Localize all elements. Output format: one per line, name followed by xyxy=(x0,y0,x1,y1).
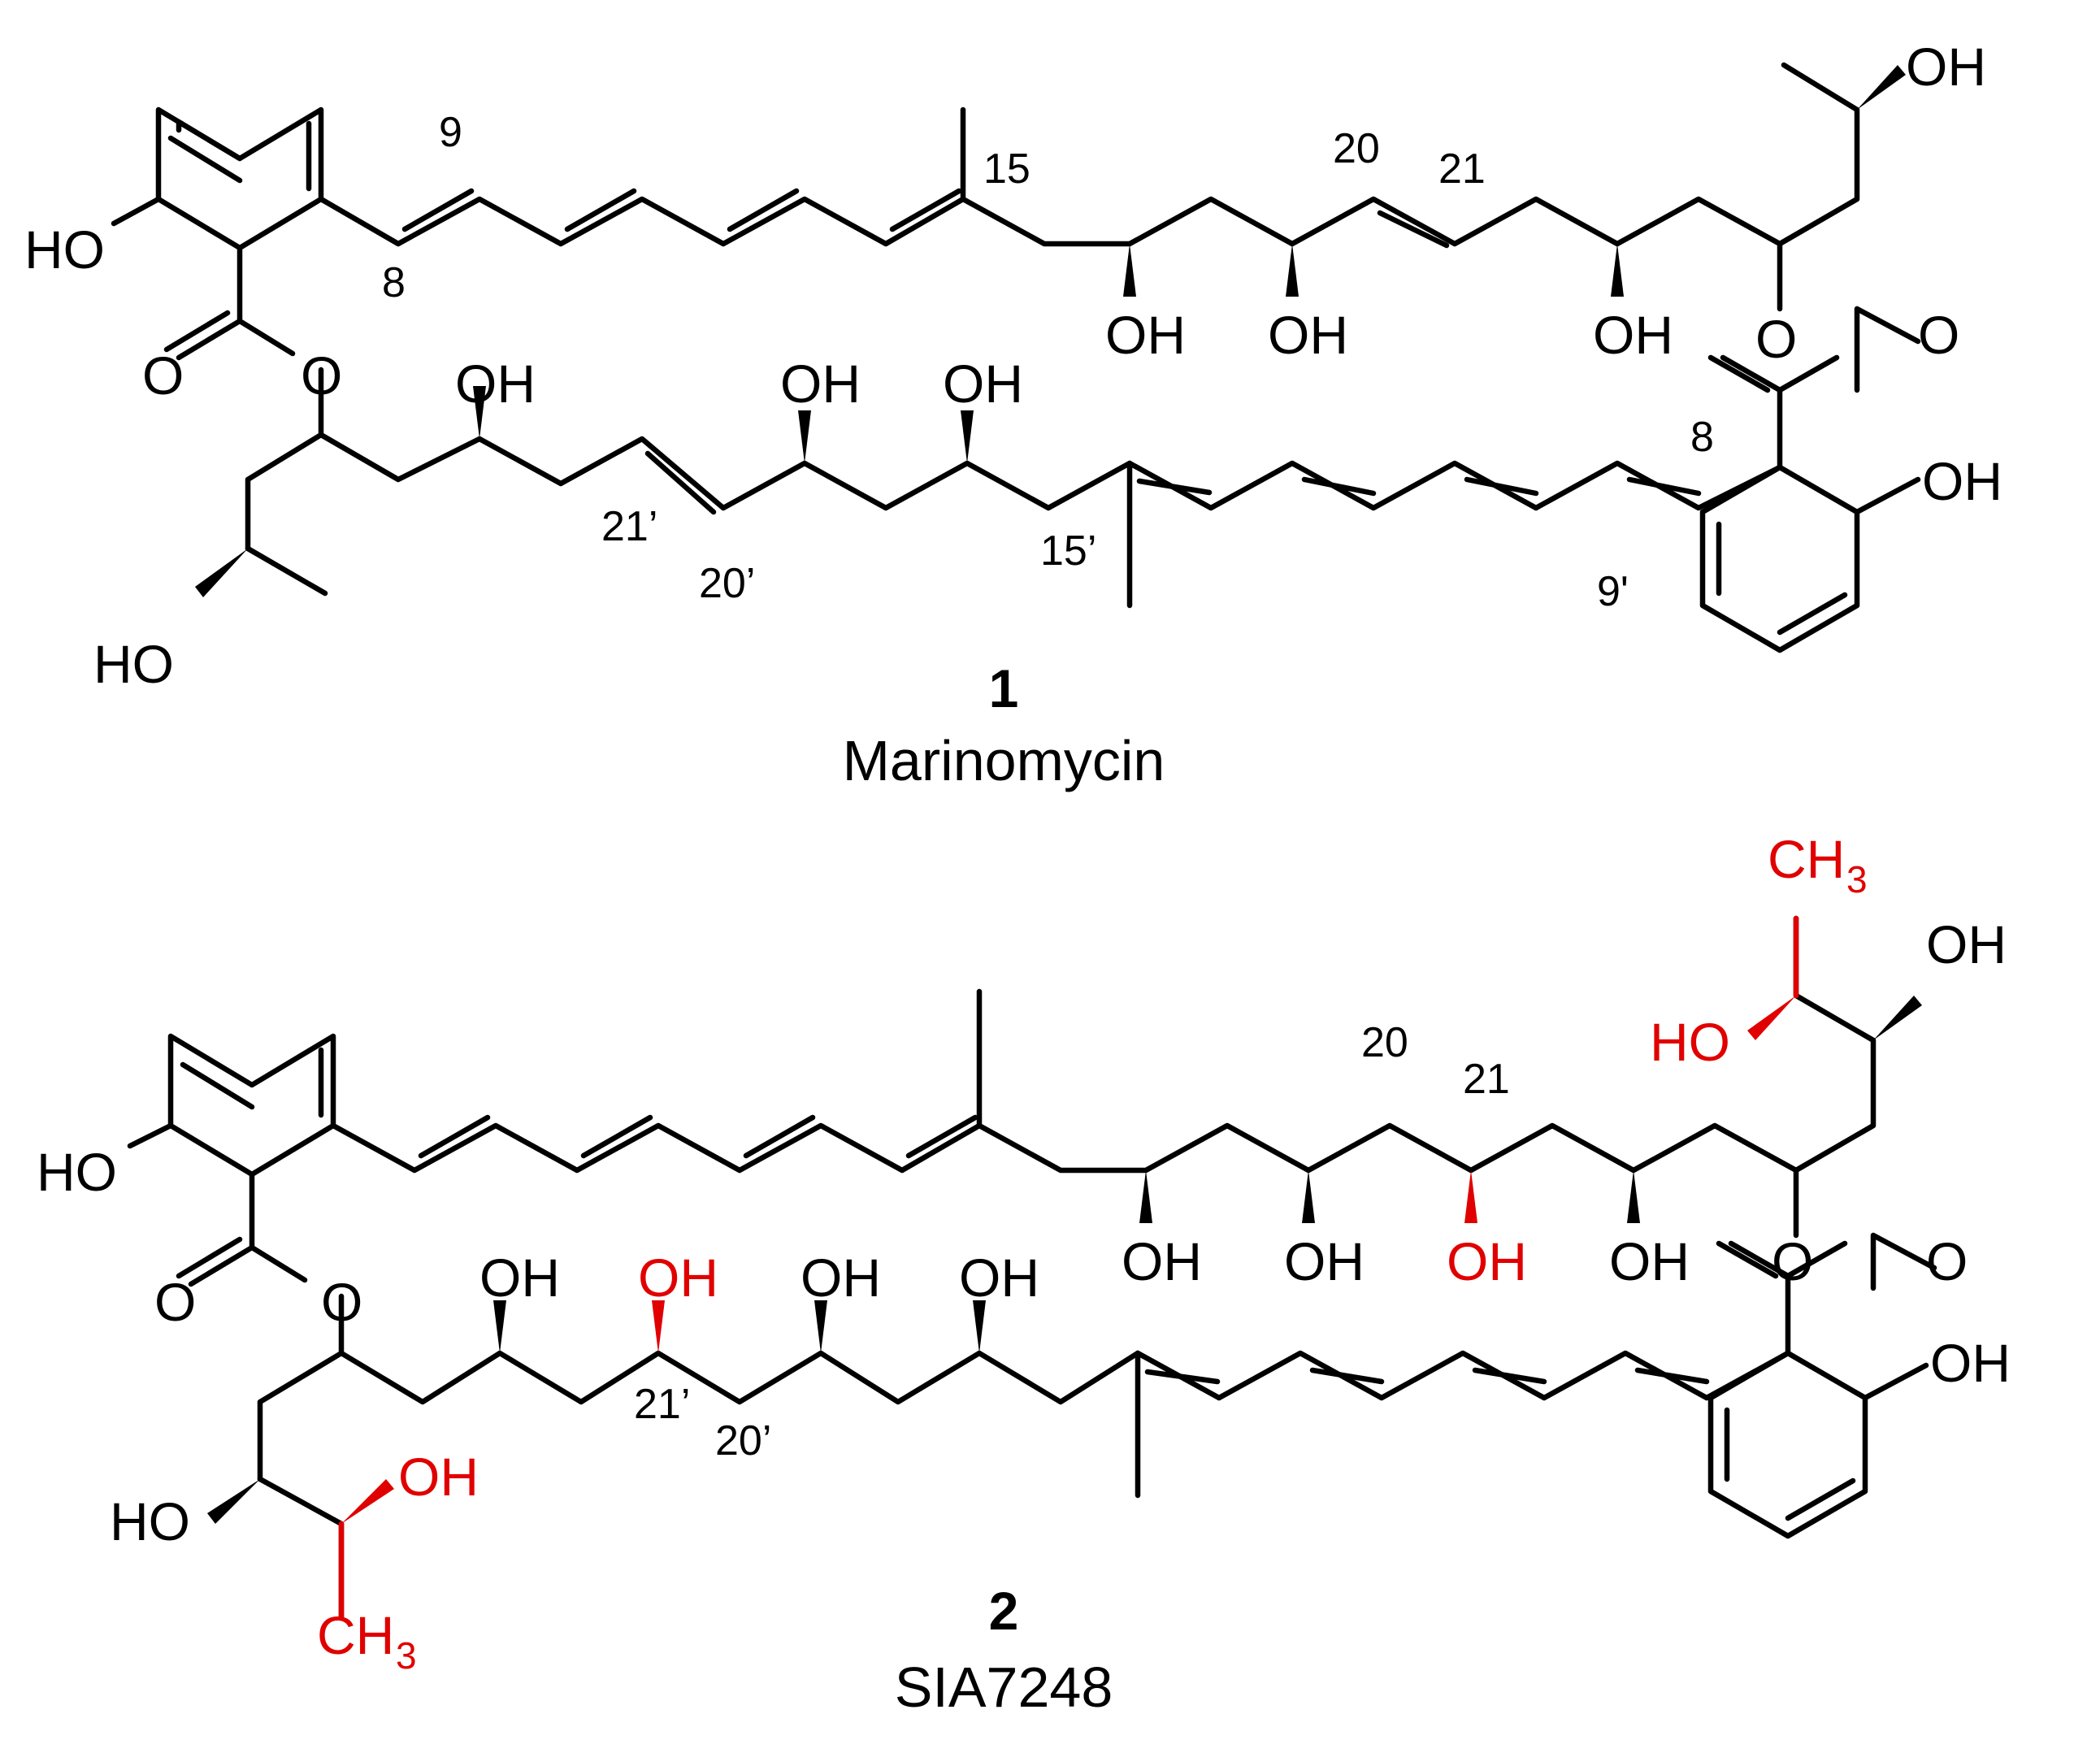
locant-label: 8 xyxy=(1690,414,1714,461)
locant-label: 21’ xyxy=(634,1381,690,1428)
hydroxyl-label-highlighted: OH xyxy=(1447,1231,1527,1291)
locant-label: 21 xyxy=(1438,145,1486,193)
hydroxyl-label: OH xyxy=(801,1248,881,1308)
ester-oxygen-label: O xyxy=(1772,1231,1813,1291)
hydroxyl-label: OH xyxy=(959,1248,1039,1308)
compound-1-structure xyxy=(111,62,1921,653)
hydroxyl-label: OH xyxy=(1609,1231,1690,1291)
hydroxyl-label: OH xyxy=(1284,1231,1365,1291)
hydroxyl-label-highlighted: OH xyxy=(398,1447,479,1507)
hydroxyl-label: OH xyxy=(1930,1333,2011,1393)
methyl-label-highlighted: CH 3 xyxy=(1768,829,1868,900)
methyl-subscript: 3 xyxy=(396,1634,417,1677)
hydroxyl-label: OH xyxy=(1268,305,1348,365)
locant-label: 9' xyxy=(1597,568,1629,615)
ester-oxygen-label: O xyxy=(301,345,342,406)
hydroxyl-label: HO xyxy=(93,634,174,694)
hydroxyl-label: OH xyxy=(1906,37,1986,97)
methyl-label-highlighted: CH 3 xyxy=(317,1605,417,1677)
carbonyl-oxygen-label: O xyxy=(1926,1231,1968,1291)
hydroxyl-label: HO xyxy=(110,1491,190,1551)
locant-label: 15’ xyxy=(1040,527,1096,575)
locant-label: 15 xyxy=(983,145,1030,193)
locant-label: 21 xyxy=(1463,1056,1510,1103)
carbonyl-oxygen-label: O xyxy=(154,1272,196,1332)
locant-label: 21’ xyxy=(601,503,657,550)
methyl-ch-text: CH xyxy=(1768,829,1845,889)
compound-number: 2 xyxy=(989,1581,1019,1641)
hydroxyl-label: OH xyxy=(1922,451,2002,511)
methyl-ch-text: CH xyxy=(317,1605,394,1665)
ester-oxygen-label: O xyxy=(1755,309,1797,369)
hydroxyl-label: OH xyxy=(1122,1231,1202,1291)
locant-label: 20 xyxy=(1333,125,1380,172)
locant-label: 20’ xyxy=(699,560,755,607)
hydroxyl-label: HO xyxy=(24,219,105,280)
compound-2-structure xyxy=(127,915,1937,1621)
hydroxyl-label-highlighted: HO xyxy=(1650,1012,1730,1072)
hydroxyl-label: OH xyxy=(455,354,536,414)
hydroxyl-label: OH xyxy=(479,1248,560,1308)
compound-number: 1 xyxy=(989,658,1019,718)
carbonyl-oxygen-label: O xyxy=(1918,305,1959,365)
hydroxyl-label: OH xyxy=(1105,305,1186,365)
carbonyl-oxygen-label: O xyxy=(142,345,184,406)
hydroxyl-label-highlighted: OH xyxy=(638,1248,718,1308)
compound-name: SIA7248 xyxy=(895,1655,1113,1719)
hydroxyl-label: OH xyxy=(943,354,1023,414)
hydroxyl-label: HO xyxy=(37,1142,117,1202)
hydroxyl-label: OH xyxy=(780,354,861,414)
locant-label: 8 xyxy=(382,259,406,306)
methyl-subscript: 3 xyxy=(1846,858,1868,900)
hydroxyl-label: OH xyxy=(1593,305,1673,365)
hydroxyl-label: OH xyxy=(1926,914,2007,974)
locant-label: 20 xyxy=(1361,1019,1408,1066)
locant-label: 20’ xyxy=(715,1417,771,1464)
ester-oxygen-label: O xyxy=(321,1272,362,1332)
compound-name: Marinomycin xyxy=(843,729,1165,792)
locant-label: 9 xyxy=(439,109,462,156)
